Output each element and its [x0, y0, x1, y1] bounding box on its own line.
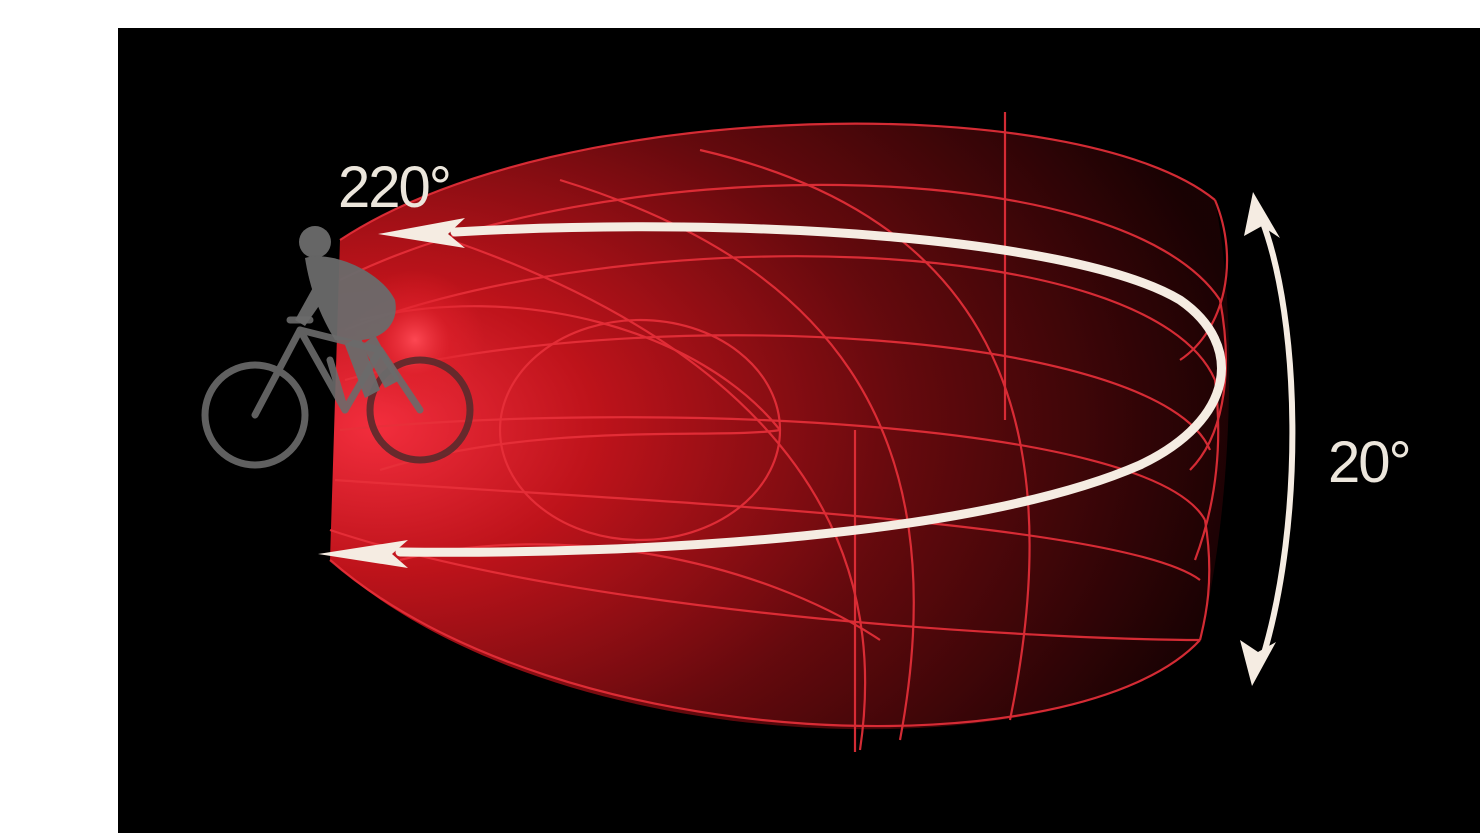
- horizontal-angle-label: 220°: [338, 155, 450, 220]
- vertical-angle-label: 20°: [1328, 430, 1410, 495]
- cyclist-rider: [295, 226, 400, 398]
- horizontal-sweep-arrow: [318, 218, 1226, 568]
- vertical-sweep-arrow: [1240, 192, 1296, 686]
